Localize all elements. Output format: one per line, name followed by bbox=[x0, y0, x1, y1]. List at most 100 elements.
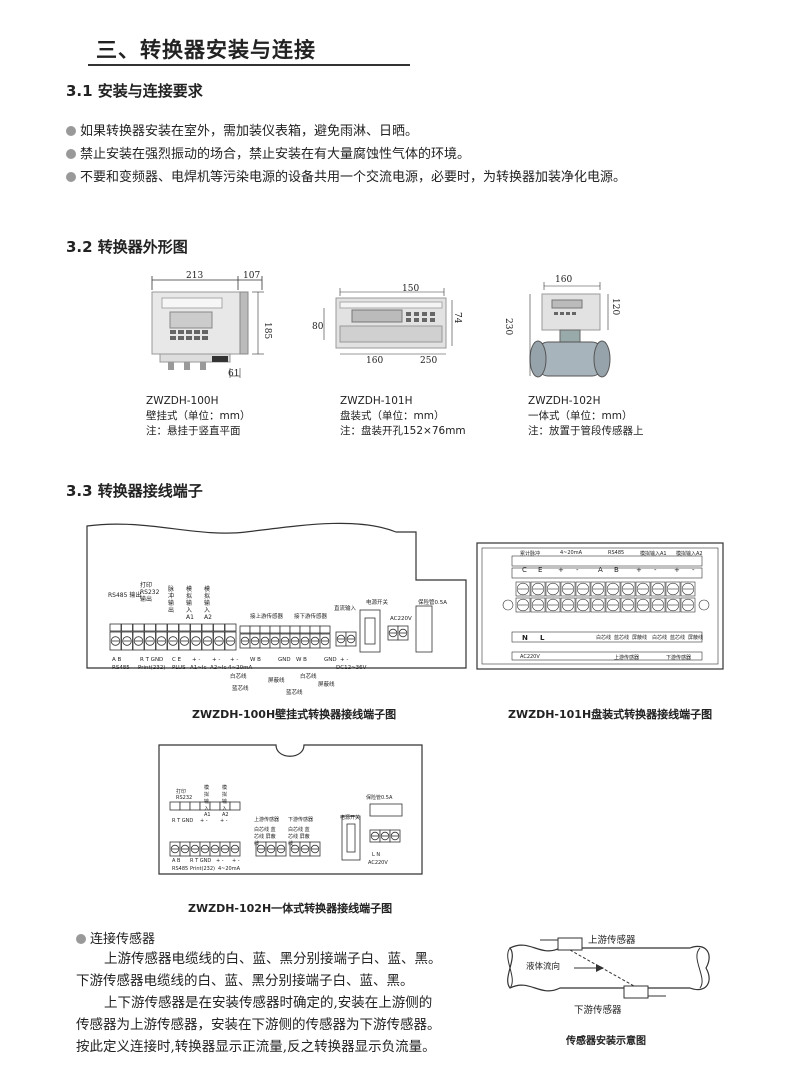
integrated-converter-drawing bbox=[529, 282, 611, 378]
pin-label: + bbox=[558, 566, 564, 574]
group-label: 电源开关 bbox=[340, 815, 361, 821]
pin-label: A B bbox=[172, 858, 181, 864]
wire-label: 蓝芯线 bbox=[232, 686, 249, 692]
requirement-text: 禁止安装在强烈振动的场合，禁止安装在有大量腐蚀性气体的环境。 bbox=[80, 147, 471, 162]
model-caption-101h: ZWZDH-101H 盘装式（单位：mm） 注：盘装开孔152×76mm bbox=[340, 394, 466, 439]
model-type: 一体式（单位：mm） bbox=[528, 410, 633, 422]
terminal-clip bbox=[189, 801, 201, 811]
power-switch-rocker bbox=[364, 617, 376, 645]
pin-sub: 4~20mA bbox=[218, 866, 241, 872]
terminal-clip bbox=[121, 623, 133, 632]
connect-sensor-title: 连接传感器 bbox=[90, 932, 156, 947]
downstream-sensor-label: 下游传感器 bbox=[574, 1005, 622, 1016]
bullet-icon bbox=[66, 149, 76, 159]
terminal-clip bbox=[259, 625, 271, 634]
group-label: 模拟输入 A2 bbox=[222, 785, 229, 818]
pin-label: + - bbox=[232, 858, 240, 864]
ac220v-label-100h: AC220V bbox=[390, 616, 412, 622]
requirement-text: 如果转换器安装在室外，需加装仪表箱，避免雨淋、日晒。 bbox=[80, 124, 419, 139]
requirement-item-3: 不要和变频器、电焊机等污染电源的设备共用一个交流电源，必要时，为转换器加装净化电… bbox=[66, 166, 626, 185]
section-3-2-heading: 3.2 转换器外形图 bbox=[66, 238, 188, 256]
dim-label: 74 bbox=[452, 312, 462, 324]
pin-label: W B bbox=[250, 657, 261, 663]
terminal-clip bbox=[213, 623, 225, 632]
fuse-label-100h: 保险管0.5A bbox=[418, 600, 448, 606]
header-label: 模拟输入A2 bbox=[676, 551, 703, 557]
page-title: 三、转换器安装与连接 bbox=[96, 37, 316, 62]
terminal-clip bbox=[178, 623, 191, 632]
dim-label: 160 bbox=[555, 275, 573, 285]
paragraph-line: 传感器为上游传感器，安装在下游侧的传感器为下游传感器。 bbox=[76, 1017, 441, 1033]
pin-label: L N bbox=[372, 852, 381, 858]
group-label: 模拟输入 A2 bbox=[204, 586, 212, 621]
model-caption-100h: ZWZDH-100H 壁挂式（单位：mm） 注：悬挂于竖直平面 bbox=[146, 394, 250, 439]
pin-label: 白芯线 蓝芯线 屏蔽线 bbox=[288, 827, 310, 847]
model-caption-102h: ZWZDH-102H 一体式（单位：mm） 注：放置于管段传感器上 bbox=[528, 394, 644, 439]
terminal-diagram-102h bbox=[158, 744, 423, 875]
connect-sensor-heading: 连接传感器 bbox=[76, 928, 155, 947]
model-name: ZWZDH-101H bbox=[340, 395, 413, 407]
pin-label: R T GND bbox=[190, 858, 212, 864]
pin-label: - bbox=[692, 566, 695, 574]
model-name: ZWZDH-100H bbox=[146, 395, 219, 407]
group-label: 上游传感器 bbox=[254, 817, 280, 823]
pin-label: W B bbox=[296, 657, 307, 663]
dim-label: 107 bbox=[243, 271, 261, 281]
pin-label: R T GND bbox=[172, 818, 194, 824]
header-label: 模拟输入A1 bbox=[640, 551, 667, 557]
header-label: RS485 bbox=[608, 550, 625, 556]
group-label: 打印 RS232 输出 bbox=[140, 582, 160, 603]
model-note: 注：放置于管段传感器上 bbox=[528, 425, 644, 437]
pin-label: + - bbox=[220, 818, 228, 824]
fuse-holder bbox=[369, 803, 403, 817]
pin-label: + - bbox=[216, 858, 224, 864]
section-3-3-heading: 3.3 转换器接线端子 bbox=[66, 482, 203, 500]
terminal-clip bbox=[224, 623, 237, 632]
pin-sub: RS485 bbox=[172, 866, 189, 872]
group-label: 下游传感器 bbox=[288, 817, 314, 823]
terminal-clip bbox=[289, 625, 301, 634]
dim-label: 213 bbox=[186, 271, 204, 281]
wall-mount-converter-drawing bbox=[151, 276, 264, 378]
terminal-wire-row bbox=[511, 631, 703, 643]
pin-label: + - bbox=[340, 657, 349, 663]
wire-label: 蓝芯线 bbox=[286, 690, 303, 696]
pin-sub: PLUS bbox=[172, 665, 186, 671]
terminal-clip bbox=[309, 625, 321, 634]
pin-label: + bbox=[636, 566, 642, 574]
pin-sub: 4~20mA bbox=[228, 665, 253, 671]
header-label: 累计脉冲 bbox=[520, 551, 541, 557]
model-type: 盘装式（单位：mm） bbox=[340, 410, 445, 422]
dim-label: 250 bbox=[420, 356, 438, 366]
pin-sub: A1~Ic bbox=[190, 665, 207, 671]
group-label: 保险管0.5A bbox=[366, 795, 393, 801]
panel-mount-converter-drawing bbox=[323, 288, 453, 355]
terminal-clip bbox=[190, 623, 202, 632]
wire-label: 屏蔽线 bbox=[318, 682, 335, 688]
model-type: 壁挂式（单位：mm） bbox=[146, 410, 251, 422]
pin-label: - bbox=[654, 566, 657, 574]
terminal-clip bbox=[239, 625, 251, 634]
bullet-icon bbox=[76, 934, 86, 944]
pin-label: A B bbox=[112, 657, 122, 663]
pin-sub: Print(232) bbox=[138, 665, 166, 671]
wire-label: 蓝芯线 bbox=[670, 635, 686, 641]
group-label: 模拟输入 A1 bbox=[204, 785, 211, 818]
figure-caption-102h: ZWZDH-102H一体式转换器接线端子图 bbox=[188, 902, 393, 915]
pin-label: + - bbox=[212, 657, 221, 663]
fuse-holder bbox=[415, 605, 433, 653]
dim-label: 61 bbox=[228, 369, 240, 379]
terminal-diagram-101h bbox=[476, 542, 724, 670]
wire-label: 屏蔽线 bbox=[268, 678, 285, 684]
pin-label: R T GND bbox=[140, 657, 164, 663]
group-label: 打印 RS232 bbox=[176, 789, 193, 801]
ac-label: AC220V bbox=[520, 654, 540, 660]
dim-label: 160 bbox=[366, 356, 384, 366]
upstream-label: 上游传感器 bbox=[614, 655, 640, 661]
sensor-installation-diagram bbox=[507, 937, 710, 999]
paragraph-line: 上游传感器电缆线的白、蓝、黑分别接端子白、蓝、黑。 bbox=[104, 951, 442, 967]
wire-label: 蓝芯线 bbox=[614, 635, 630, 641]
upstream-sensor-label: 上游传感器 bbox=[588, 935, 636, 946]
model-note: 注：悬挂于竖直平面 bbox=[146, 425, 241, 437]
terminal-clip bbox=[132, 623, 145, 632]
